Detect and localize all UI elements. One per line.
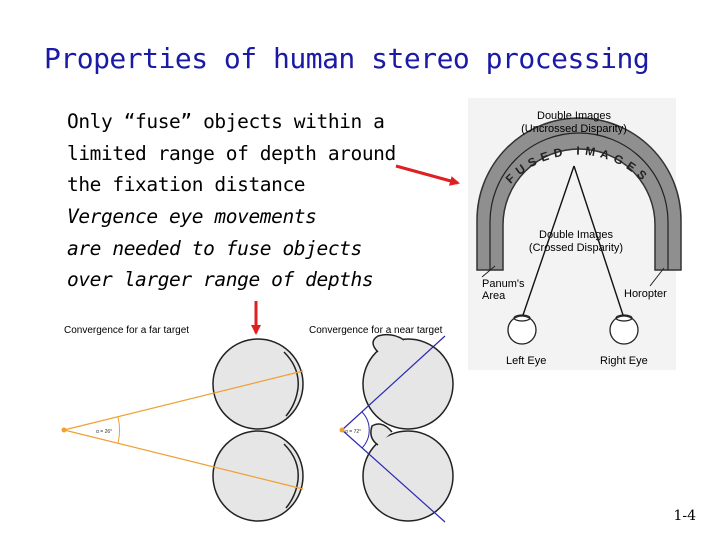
far-target-title: Convergence for a far target — [64, 325, 189, 336]
bullet-line: Only “fuse” objects within a — [67, 110, 385, 133]
right-sight-line — [573, 165, 625, 319]
near-target-title: Convergence for a near target — [309, 325, 443, 336]
bullet-line: over larger range of depths — [67, 268, 374, 291]
far-lower-eye — [212, 430, 304, 522]
panum-label-line1: Panum's — [482, 278, 525, 290]
near-lower-eye — [362, 423, 454, 522]
crossed-label-line2: (Crossed Disparity) — [529, 242, 623, 254]
near-sight-line-upper — [341, 335, 446, 431]
near-angle-arc — [361, 411, 370, 449]
far-angle-arc — [117, 416, 120, 444]
crossed-label-line1: Double Images — [539, 229, 613, 241]
slide-number: 1-4 — [673, 508, 696, 524]
far-sight-line-upper — [63, 370, 304, 431]
far-target-point — [61, 427, 67, 433]
left-eye-label: Left Eye — [506, 355, 546, 367]
bullet-line: Vergence eye movements — [67, 205, 317, 228]
horopter-label: Horopter — [624, 288, 667, 300]
vergence-diagram: Convergence for a far target Convergence… — [61, 325, 454, 523]
far-sight-line-lower — [63, 429, 304, 490]
far-angle-label: α = 26° — [96, 429, 112, 435]
horopter-pointer — [649, 267, 665, 287]
near-angle-label: α = 72° — [345, 429, 361, 435]
uncrossed-label-line2: (Uncrossed Disparity) — [521, 123, 627, 135]
near-target-point — [339, 427, 345, 433]
right-eye-label: Right Eye — [600, 355, 648, 367]
bullet-line: the fixation distance — [67, 173, 306, 196]
bullet-fusion-range: Only “fuse” objects within a limited ran… — [67, 106, 396, 201]
red-arrow-icon — [395, 164, 460, 186]
left-eye — [507, 314, 537, 345]
bullet-line: are needed to fuse objects — [67, 236, 362, 260]
horopter-diagram: FUSED IMAGES Double Images (Uncrossed Di… — [468, 98, 682, 370]
bullet-line: limited range of depth around — [67, 141, 396, 165]
uncrossed-label-line1: Double Images — [537, 110, 611, 122]
near-sight-line-lower — [341, 429, 446, 523]
left-sight-line — [521, 165, 575, 319]
far-upper-eye — [212, 338, 304, 430]
horopter-curve — [489, 132, 669, 270]
fusion-band — [476, 117, 682, 271]
bullet-vergence: Vergence eye movements are needed to fus… — [67, 201, 374, 296]
right-eye — [609, 314, 639, 345]
slide-title: Properties of human stereo processing — [44, 42, 650, 75]
near-upper-eye — [362, 333, 454, 430]
panum-pointer — [481, 265, 496, 278]
panum-label-line2: Area — [482, 290, 506, 302]
